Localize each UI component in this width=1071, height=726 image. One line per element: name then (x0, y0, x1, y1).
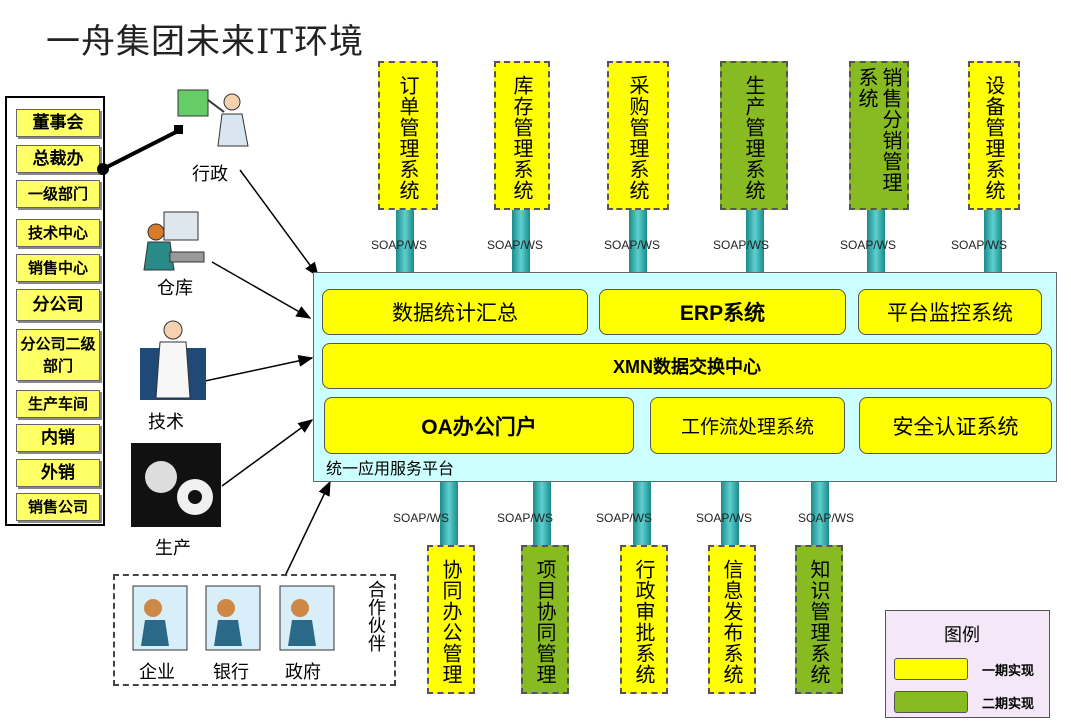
legend-phase1-swatch (894, 658, 968, 680)
role-admin-label: 行政 (192, 164, 228, 185)
admin-presenter-icon (177, 89, 249, 147)
connector-dot (97, 163, 109, 175)
partner-bank-label: 银行 (213, 662, 249, 683)
org-unit-branch[interactable]: 分公司 (16, 289, 100, 321)
partner-person-icon (279, 585, 335, 651)
tech-doctor-icon (140, 320, 206, 400)
partners-title: 合作伙伴 (365, 580, 386, 652)
legend: 图例 一期实现 二期实现 (885, 610, 1050, 718)
org-unit-president-office[interactable]: 总裁办 (16, 145, 100, 173)
soap-label: SOAP/WS (840, 238, 897, 252)
warehouse-computer-icon (143, 211, 205, 271)
org-panel: 董事会 总裁办 一级部门 技术中心 销售中心 分公司 分公司二级部门 生产车间 … (5, 96, 105, 526)
unified-service-platform: 数据统计汇总 ERP系统 平台监控系统 XMN数据交换中心 OA办公门户 工作流… (313, 272, 1057, 482)
partner-arrow (284, 480, 331, 577)
page-title: 一舟集团未来IT环境 (46, 22, 365, 62)
soap-label: SOAP/WS (596, 511, 653, 525)
partners-group: 企业 银行 政府 合作伙伴 (113, 574, 396, 686)
org-unit-export-sales[interactable]: 外销 (16, 459, 100, 487)
org-unit-workshop[interactable]: 生产车间 (16, 390, 100, 418)
soap-label: SOAP/WS (713, 238, 770, 252)
org-unit-first-level[interactable]: 一级部门 (16, 180, 100, 208)
legend-phase2-label: 二期实现 (982, 697, 1035, 712)
platform-name: 统一应用服务平台 (326, 459, 455, 478)
org-unit-branch-sub[interactable]: 分公司二级部门 (16, 329, 100, 381)
warehouse-arrow (211, 261, 312, 319)
admin-arrow (239, 169, 319, 278)
soap-label: SOAP/WS (371, 238, 428, 252)
production-arrow (221, 419, 314, 487)
module-xmn-exchange[interactable]: XMN数据交换中心 (322, 343, 1052, 389)
soap-connector-pipe (867, 210, 885, 272)
legend-phase1-label: 一期实现 (982, 664, 1035, 679)
org-unit-board[interactable]: 董事会 (16, 109, 100, 137)
system-order-mgmt[interactable]: 订单管理系统 (378, 61, 438, 210)
system-collab-office-mgmt[interactable]: 协同办公管理 (427, 545, 475, 694)
module-platform-monitor[interactable]: 平台监控系统 (858, 289, 1042, 335)
module-workflow[interactable]: 工作流处理系统 (650, 397, 845, 454)
soap-label: SOAP/WS (487, 238, 544, 252)
module-data-stats[interactable]: 数据统计汇总 (322, 289, 588, 335)
partner-government-label: 政府 (285, 662, 321, 683)
module-erp[interactable]: ERP系统 (599, 289, 846, 335)
soap-label: SOAP/WS (604, 238, 661, 252)
org-unit-tech-center[interactable]: 技术中心 (16, 219, 100, 247)
role-production-label: 生产 (155, 538, 191, 559)
soap-connector-pipe (629, 210, 647, 272)
legend-phase2-swatch (894, 691, 968, 713)
soap-connector-pipe (984, 210, 1002, 272)
role-tech-label: 技术 (148, 412, 184, 433)
soap-connector-pipe (721, 482, 739, 545)
production-gears-icon (131, 443, 221, 527)
soap-label: SOAP/WS (497, 511, 554, 525)
partner-enterprise-label: 企业 (139, 662, 175, 683)
system-production-mgmt[interactable]: 生产管理系统 (720, 61, 788, 210)
soap-connector-pipe (396, 210, 414, 272)
system-purchase-mgmt[interactable]: 采购管理系统 (607, 61, 669, 210)
tech-arrow (204, 354, 314, 382)
soap-label: SOAP/WS (393, 511, 450, 525)
soap-label: SOAP/WS (951, 238, 1008, 252)
partner-person-icon (205, 585, 261, 651)
soap-connector-pipe (811, 482, 829, 545)
org-to-admin-connector (102, 129, 179, 171)
partner-person-icon (132, 585, 188, 651)
role-warehouse-label: 仓库 (157, 278, 193, 299)
soap-connector-pipe (512, 210, 530, 272)
connector-square (174, 125, 183, 134)
module-security-auth[interactable]: 安全认证系统 (859, 397, 1052, 454)
system-knowledge-mgmt[interactable]: 知识管理系统 (795, 545, 843, 694)
system-equipment-mgmt[interactable]: 设备管理系统 (968, 61, 1020, 210)
soap-connector-pipe (746, 210, 764, 272)
org-unit-sales-company[interactable]: 销售公司 (16, 493, 100, 521)
legend-title: 图例 (944, 625, 980, 646)
soap-connector-pipe (533, 482, 551, 545)
org-unit-domestic-sales[interactable]: 内销 (16, 424, 100, 452)
soap-connector-pipe (440, 482, 458, 545)
system-sales-distribution-mgmt[interactable]: 销售分销管理系统 (849, 61, 909, 210)
system-info-publish[interactable]: 信息发布系统 (708, 545, 756, 694)
system-admin-approval[interactable]: 行政审批系统 (620, 545, 668, 694)
system-inventory-mgmt[interactable]: 库存管理系统 (494, 61, 550, 210)
soap-label: SOAP/WS (798, 511, 855, 525)
module-oa-portal[interactable]: OA办公门户 (324, 397, 634, 454)
soap-connector-pipe (633, 482, 651, 545)
soap-label: SOAP/WS (696, 511, 753, 525)
system-project-collab-mgmt[interactable]: 项目协同管理 (521, 545, 569, 694)
org-unit-sales-center[interactable]: 销售中心 (16, 254, 100, 282)
